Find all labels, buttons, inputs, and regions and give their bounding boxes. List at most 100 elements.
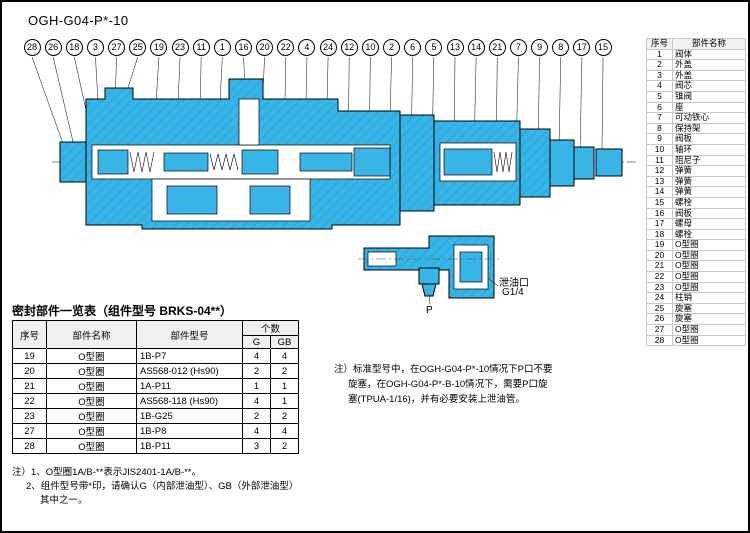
callout-balloon-1: 1 xyxy=(213,39,231,56)
callout-balloon-11: 11 xyxy=(192,39,210,56)
seal-model: 1B-P11 xyxy=(136,438,243,454)
part-no: 22 xyxy=(646,271,673,283)
callout-balloon-7: 7 xyxy=(509,39,527,56)
seal-name: O型圈 xyxy=(46,408,137,424)
seal-header-g: G xyxy=(242,335,271,349)
callout-balloon-21: 21 xyxy=(488,39,506,56)
seal-header-no: 序号 xyxy=(12,320,47,349)
part-no: 11 xyxy=(646,154,673,167)
p-port-label: P xyxy=(426,305,433,316)
callout-balloon-25: 25 xyxy=(129,39,147,56)
seal-header-row1: 序号 部件名称 部件型号 个数 xyxy=(12,320,299,349)
part-no: 18 xyxy=(646,228,673,241)
part-name: 弹簧 xyxy=(672,165,746,177)
part-name: 阻尼子 xyxy=(672,154,746,167)
seal-no: 20 xyxy=(12,363,47,379)
seal-gb: 1 xyxy=(270,393,299,409)
callout-balloon-6: 6 xyxy=(404,39,422,56)
callout-balloon-13: 13 xyxy=(446,39,464,56)
callout-balloon-16: 16 xyxy=(235,39,252,56)
part-name: 螺母 xyxy=(672,218,746,230)
notes-bottom: 注）1、O型圈1A/B-**表示JIS2401-1A/B-**。 2、组件型号带… xyxy=(12,466,298,508)
seal-g: 4 xyxy=(242,423,271,439)
callout-balloon-18: 18 xyxy=(65,39,83,56)
note-right: 注）标准型号中，在OGH-G04-P*-10情况下P口不要 旋塞，在OGH-G0… xyxy=(334,362,559,407)
seal-model: AS568-012 (Hs90) xyxy=(136,363,243,379)
drain-label-leader xyxy=(488,278,499,287)
note-right-line1: 注）标准型号中，在OGH-G04-P*-10情况下P口不要 xyxy=(334,364,553,375)
seal-table-title: 密封部件一览表（组件型号 BRKS-04**） xyxy=(12,304,233,318)
end-bolt xyxy=(595,148,623,177)
part-no: 12 xyxy=(646,165,673,177)
left-end-plug xyxy=(59,141,87,183)
part-no: 23 xyxy=(646,281,673,294)
part-name: 螺栓 xyxy=(672,196,746,209)
part-no: 1 xyxy=(646,48,673,61)
part-no: 13 xyxy=(646,175,673,188)
seal-model: 1B-P7 xyxy=(136,348,243,364)
part-no: 27 xyxy=(646,324,673,336)
seal-gb: 2 xyxy=(270,363,299,379)
callout-balloon-28: 28 xyxy=(23,39,41,56)
part-name: 保持架 xyxy=(672,122,746,135)
p-port-plug xyxy=(418,267,440,285)
part-name: 锥阀 xyxy=(672,90,746,103)
part-no: 3 xyxy=(646,69,673,82)
seal-model: 1B-G25 xyxy=(136,408,243,424)
part-no: 9 xyxy=(646,133,673,145)
part-no: 14 xyxy=(646,186,673,198)
part-name: 阀板 xyxy=(672,133,746,145)
seal-no: 21 xyxy=(12,378,47,394)
seal-name: O型圈 xyxy=(46,378,137,394)
part-no: 26 xyxy=(646,313,673,326)
part-no: 19 xyxy=(646,239,673,251)
p-port-detail-diagram xyxy=(363,235,495,299)
part-no: 6 xyxy=(646,101,673,114)
seal-gb: 2 xyxy=(270,408,299,424)
callout-balloon-27: 27 xyxy=(108,39,126,56)
part-no: 24 xyxy=(646,292,673,304)
part-name: 可动铁心 xyxy=(672,112,746,124)
callout-balloon-15: 15 xyxy=(594,39,612,56)
part-name: 外盖 xyxy=(672,69,746,82)
seal-model: 1A-P11 xyxy=(136,378,243,394)
part-name: O型圈 xyxy=(672,334,746,347)
part-name: O型圈 xyxy=(672,249,746,262)
seal-model: AS568-118 (Hs90) xyxy=(136,393,243,409)
plunger xyxy=(443,148,493,176)
callout-balloon-4: 4 xyxy=(298,39,316,56)
seal-name: O型圈 xyxy=(46,348,137,364)
drain-port-size-label: G1/4 xyxy=(502,287,524,298)
seal-no: 28 xyxy=(12,438,47,454)
notes-bottom-line3: 其中之一。 xyxy=(40,495,88,506)
seal-gb: 1 xyxy=(270,378,299,394)
seal-no: 27 xyxy=(12,423,47,439)
part-name: O型圈 xyxy=(672,271,746,283)
seal-gb: 4 xyxy=(270,348,299,364)
part-no: 25 xyxy=(646,302,673,315)
callout-balloon-8: 8 xyxy=(552,39,570,56)
